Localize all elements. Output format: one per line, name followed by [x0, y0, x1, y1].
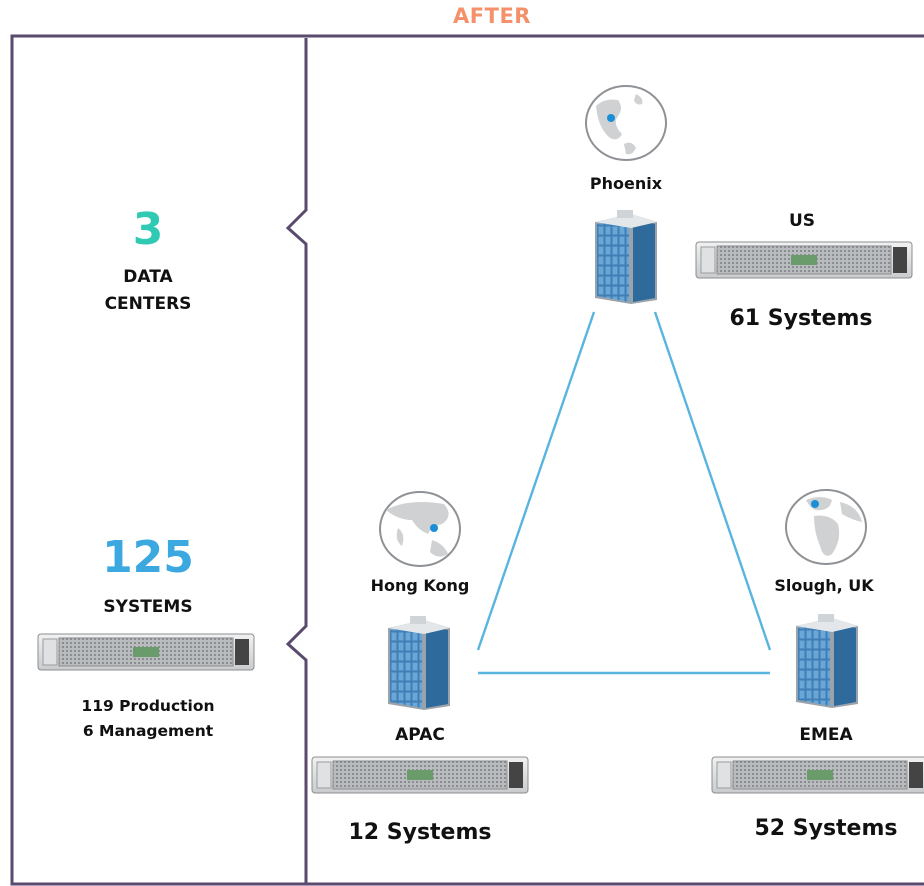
site-city-hongkong: Hong Kong [370, 576, 470, 595]
systems-label: SYSTEMS [103, 597, 193, 617]
divider-brace [285, 38, 308, 884]
building-icon [591, 206, 661, 304]
production-count: 119 Production [81, 697, 215, 715]
systems-count: 125 [102, 532, 194, 583]
outer-border [10, 34, 924, 886]
site-city-phoenix: Phoenix [589, 174, 663, 193]
globe-icon [378, 490, 462, 568]
site-city-slough: Slough, UK [774, 576, 874, 595]
site-systems-us: 61 Systems [729, 306, 873, 331]
data-centers-label-line1: DATA [123, 267, 173, 287]
building-icon [384, 612, 454, 710]
site-region-us: US [788, 211, 816, 231]
link-phoenix-slough [653, 311, 772, 651]
server-icon [311, 756, 529, 794]
data-centers-count: 3 [132, 204, 164, 255]
data-centers-label: DATA CENTERS [48, 264, 248, 318]
systems-breakdown: 119 Production 6 Management [48, 694, 248, 744]
building-icon [792, 610, 862, 708]
site-region-emea: EMEA [799, 725, 853, 745]
management-count: 6 Management [82, 722, 214, 740]
link-phoenix-hongkong [476, 311, 596, 651]
site-systems-apac: 12 Systems [348, 820, 492, 845]
globe-icon [784, 488, 868, 566]
server-icon [37, 633, 255, 671]
server-icon [711, 756, 924, 794]
server-icon [695, 241, 913, 279]
data-centers-label-line2: CENTERS [104, 294, 192, 314]
site-systems-emea: 52 Systems [754, 816, 898, 841]
page-title: AFTER [453, 4, 531, 28]
connection-lines [476, 311, 772, 675]
site-region-apac: APAC [395, 725, 445, 745]
globe-icon [584, 84, 668, 162]
